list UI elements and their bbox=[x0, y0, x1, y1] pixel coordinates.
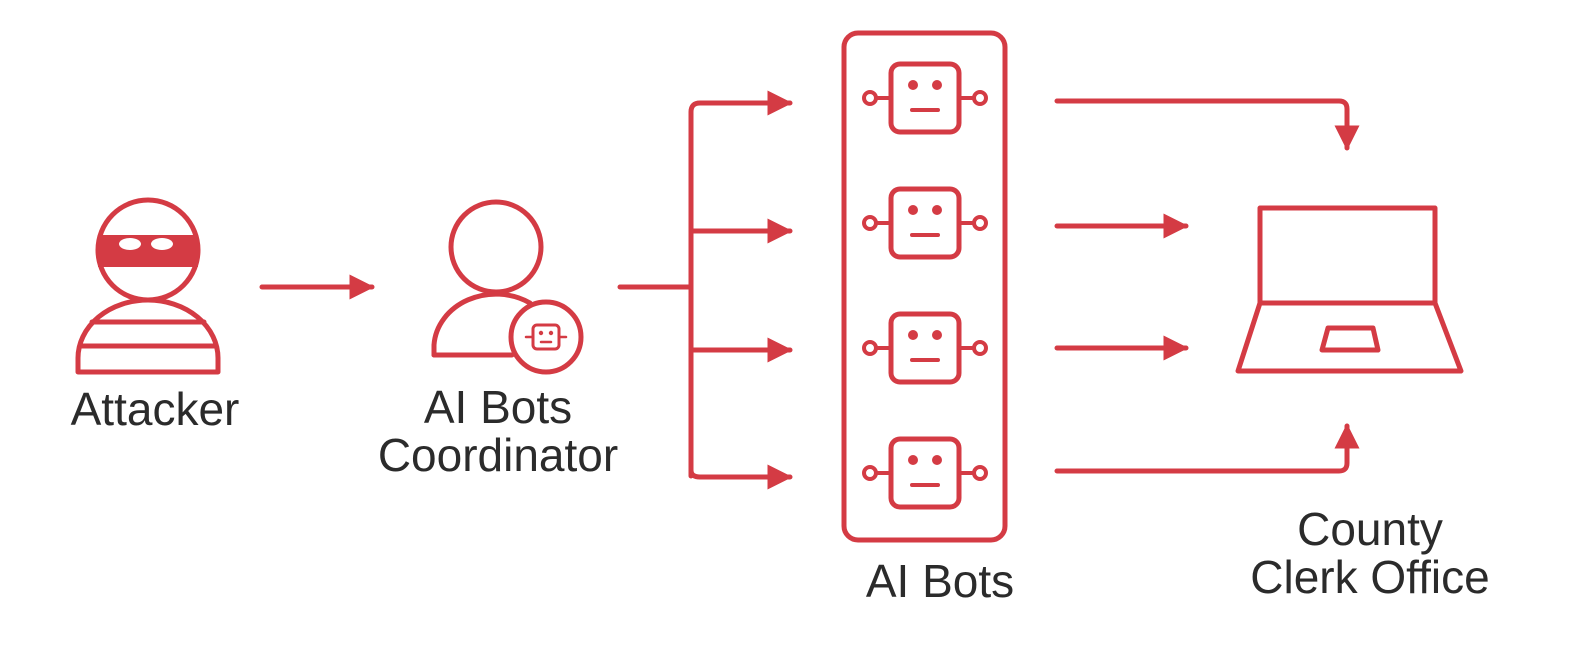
target-label-line2: Clerk Office bbox=[1250, 551, 1490, 603]
burglar-icon bbox=[75, 197, 221, 375]
laptop-icon bbox=[1235, 205, 1464, 374]
bots-label: AI Bots bbox=[865, 555, 1015, 607]
target-label: County Clerk Office bbox=[1210, 505, 1530, 601]
robot-icon bbox=[862, 436, 988, 510]
target-label-line1: County bbox=[1297, 503, 1443, 555]
coordinator-label: AI Bots Coordinator bbox=[348, 383, 648, 479]
fanout-connector bbox=[617, 90, 793, 490]
bots-container bbox=[841, 30, 1008, 543]
robot-icon bbox=[862, 61, 988, 135]
robot-icon bbox=[862, 186, 988, 260]
coordinator-label-line1: AI Bots bbox=[423, 381, 573, 433]
user-with-robot-badge-icon bbox=[431, 199, 584, 375]
robot-icon bbox=[862, 311, 988, 385]
coordinator-label-line2: Coordinator bbox=[377, 429, 619, 481]
attacker-label: Attacker bbox=[70, 383, 240, 435]
robots-group bbox=[862, 61, 988, 510]
bot-to-target-arrows bbox=[1054, 98, 1360, 474]
